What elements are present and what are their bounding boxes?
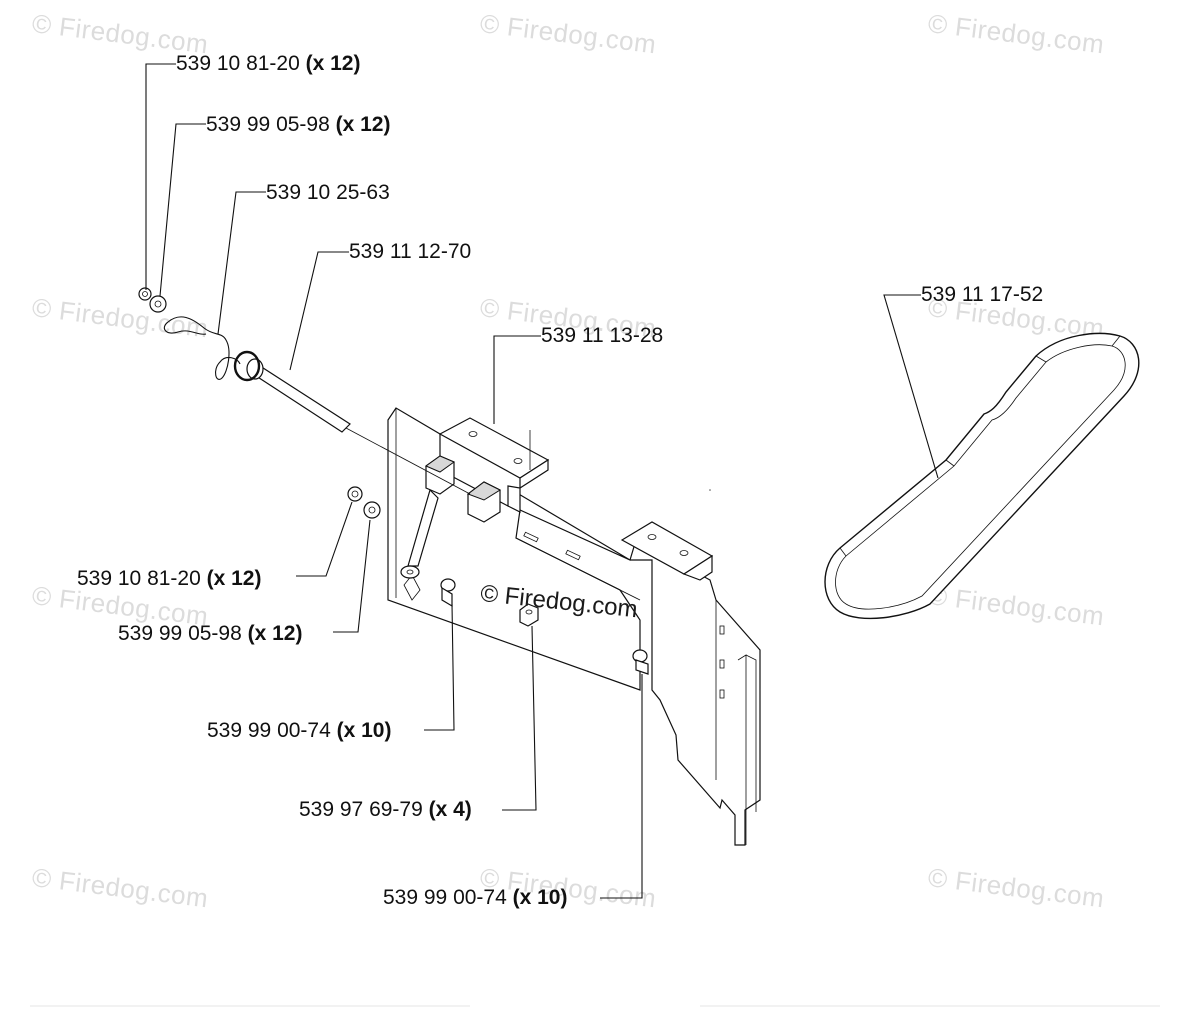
pin-shaft	[233, 350, 471, 495]
nut-mid	[347, 486, 363, 502]
callout-label: 539 10 81-20 (x 12)	[176, 52, 361, 75]
callout-label: 539 99 05-98 (x 12)	[118, 622, 303, 645]
callout-label: 539 97 69-79 (x 4)	[299, 798, 472, 821]
callout-label: 539 99 00-74 (x 10)	[383, 886, 568, 909]
v-belt	[824, 332, 1140, 620]
callout-label: 539 11 12-70	[349, 240, 472, 263]
callout-label: 539 10 25-63	[266, 181, 390, 204]
slide-blocks	[424, 455, 502, 523]
mounting-bracket	[438, 417, 714, 581]
callout-label: 539 10 81-20 (x 12)	[77, 567, 262, 590]
callout-label: 539 11 13-28	[541, 324, 664, 347]
callout-label: 539 99 05-98 (x 12)	[206, 113, 391, 136]
callout-label: 539 99 00-74 (x 10)	[207, 719, 392, 742]
washer-mid	[363, 501, 381, 519]
leader-lines	[30, 63, 1160, 1007]
bolt-lower	[632, 649, 649, 675]
link-arm	[400, 488, 439, 579]
nut-top	[138, 287, 152, 301]
washer-top	[149, 295, 167, 313]
callout-label: 539 11 17-52	[921, 283, 1044, 306]
nut-lower	[519, 603, 539, 627]
wire-clip	[163, 316, 241, 380]
